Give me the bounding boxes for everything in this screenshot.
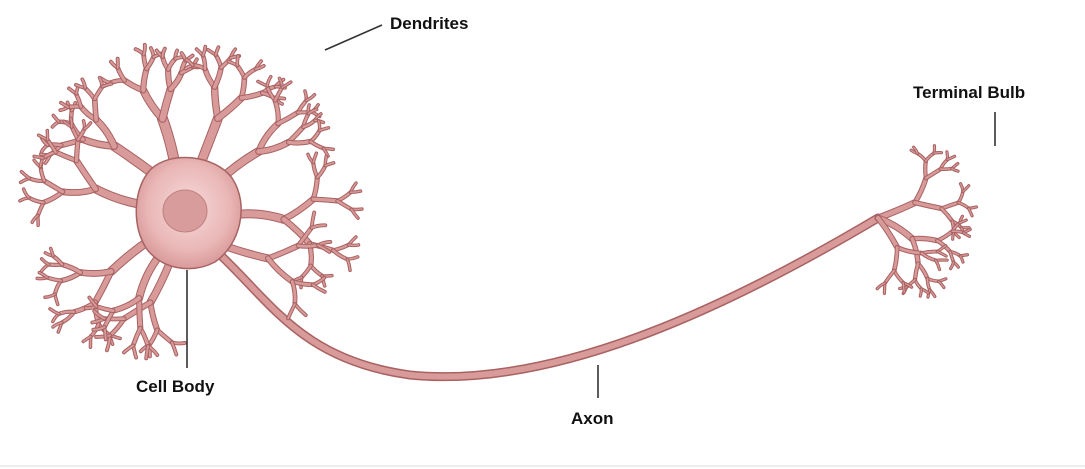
branch <box>157 330 172 343</box>
branch <box>95 99 96 120</box>
branch <box>337 201 351 209</box>
branch <box>76 140 78 161</box>
branch <box>162 89 170 119</box>
cell-body <box>136 158 241 269</box>
branch <box>284 219 310 243</box>
branch <box>298 245 318 246</box>
nucleus <box>163 190 207 232</box>
branch <box>288 304 295 318</box>
axon <box>215 218 878 377</box>
branch <box>139 298 140 328</box>
branch <box>237 56 238 66</box>
branch <box>80 271 111 273</box>
branch <box>278 113 298 124</box>
branch <box>941 169 952 170</box>
branch <box>926 169 941 178</box>
branch <box>295 304 306 315</box>
dendrites-leader <box>325 25 382 50</box>
branch <box>284 199 313 219</box>
branch <box>313 199 337 201</box>
branch <box>942 208 953 221</box>
branch <box>268 258 292 281</box>
terminal-branches <box>877 146 976 297</box>
branch <box>215 87 218 118</box>
branch <box>925 161 926 178</box>
branch <box>76 161 95 189</box>
branch <box>44 181 62 192</box>
branch <box>218 98 242 118</box>
branch <box>885 271 894 284</box>
branch <box>268 246 298 259</box>
branch <box>934 153 942 154</box>
branch <box>878 203 915 218</box>
branch <box>302 266 311 278</box>
label-dendrites: Dendrites <box>390 14 468 33</box>
branch <box>915 178 926 203</box>
label-axon: Axon <box>571 409 614 428</box>
label-terminal-bulb: Terminal Bulb <box>913 83 1025 102</box>
branch <box>289 141 311 143</box>
branch <box>200 118 218 165</box>
label-cell-body: Cell Body <box>136 377 215 396</box>
